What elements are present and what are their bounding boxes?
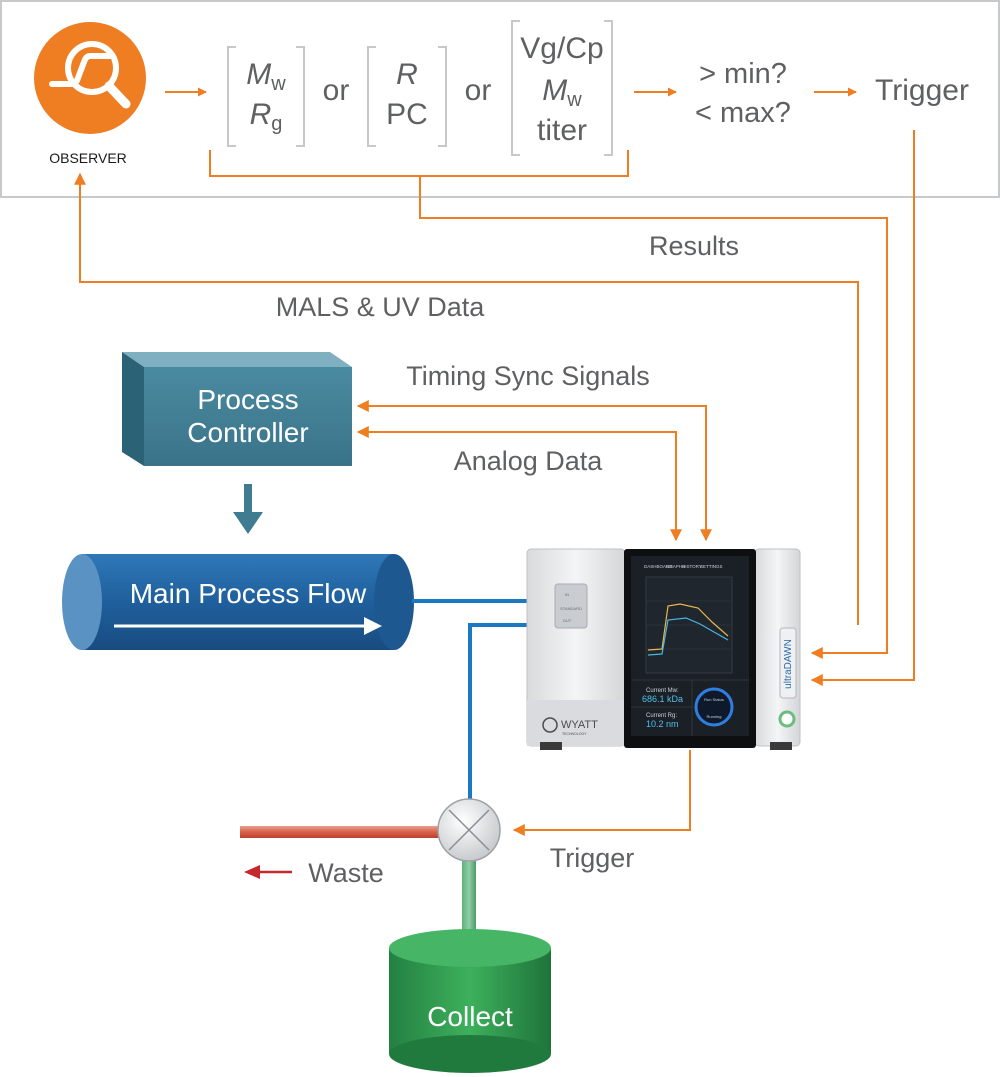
trigger-line-right: [810, 130, 915, 686]
screen-rg-label: Current Rg:: [646, 713, 677, 719]
process-controller-line2: Controller: [187, 417, 308, 448]
ultradawn-model-label: ultraDAWN: [783, 639, 794, 689]
or-label-2: or: [465, 74, 492, 107]
down-arrow-icon: [233, 484, 263, 534]
results-label: Results: [649, 231, 739, 261]
screen-rg-value: 10.2 nm: [646, 719, 679, 729]
rg-symbol: R: [250, 98, 272, 131]
mw-subscript: w: [270, 73, 286, 95]
observer-label: OBSERVER: [49, 150, 127, 166]
logic-panel: [0, 0, 1000, 198]
collect-label: Collect: [427, 1001, 513, 1032]
criteria-r: R: [396, 58, 418, 91]
observer-icon: [34, 22, 146, 134]
bracket-group2: [367, 46, 447, 147]
ultradawn-instrument: [526, 548, 801, 750]
mals-uv-label: MALS & UV Data: [276, 292, 486, 322]
wyatt-logo-text: WYATT: [561, 719, 598, 731]
main-process-flow-cylinder: [62, 554, 414, 650]
collect-pipe: [462, 852, 476, 948]
screen-mw-label: Current Mw:: [646, 688, 679, 694]
process-controller-line1: Process: [197, 384, 298, 415]
compare-max: < max?: [695, 97, 791, 129]
port-standard-label: STANDARD: [560, 606, 582, 611]
screen-tab-graphs: GRAPHS: [666, 564, 685, 569]
criteria-titer: titer: [537, 114, 587, 147]
main-process-flow-label: Main Process Flow: [130, 578, 367, 609]
criteria-vgcp: Vg/Cp: [520, 32, 603, 65]
collect-cylinder: [389, 929, 551, 1073]
port-in-label: IN: [565, 592, 569, 597]
results-line: [419, 176, 888, 659]
waste-arrow-icon: [244, 865, 292, 879]
screen-run-state: Running: [707, 714, 722, 719]
screen-mw-value: 686.1 kDa: [642, 694, 683, 704]
trigger-label-bottom: Trigger: [550, 843, 635, 873]
port-out-label: OUT: [563, 618, 572, 623]
trigger-line-bottom: [512, 750, 691, 836]
bracket-group3: [511, 20, 613, 156]
mals-uv-line: [74, 172, 859, 625]
bracket-group1: [227, 46, 305, 147]
process-controller-box: [122, 352, 352, 466]
mw-symbol-2: M: [542, 74, 567, 107]
mw-symbol: M: [246, 58, 271, 91]
waste-pipe: [240, 826, 445, 838]
criteria-mw-2: Mw: [542, 74, 582, 111]
analog-data-line: [356, 426, 682, 542]
wyatt-logo-sub: TECHNOLOGY: [562, 732, 587, 736]
rg-subscript: g: [271, 113, 282, 135]
screen-run-label: Run Status: [704, 697, 724, 702]
screen-tab-history: HISTORY: [682, 564, 702, 569]
screen-tab-dashboard: DASHBOARD: [644, 564, 673, 569]
wyatt-logo-icon: [542, 717, 558, 733]
screen-tab-settings: SETTINGS: [700, 564, 723, 569]
trigger-label-top: Trigger: [875, 74, 969, 107]
flow-direction-arrow-icon: [114, 617, 382, 635]
divert-valve-icon: [437, 798, 501, 862]
criteria-mw-rg-line2: Rg: [250, 98, 283, 135]
or-label-1: or: [323, 74, 350, 107]
compare-min: > min?: [699, 58, 787, 90]
analog-data-label: Analog Data: [454, 446, 604, 476]
timing-sync-label: Timing Sync Signals: [406, 361, 650, 391]
waste-label: Waste: [308, 858, 384, 888]
criteria-pc: PC: [386, 98, 428, 131]
criteria-mw-rg-line1: Mw: [246, 58, 286, 95]
timing-sync-line: [356, 400, 712, 542]
mw-subscript-2: w: [566, 89, 582, 111]
